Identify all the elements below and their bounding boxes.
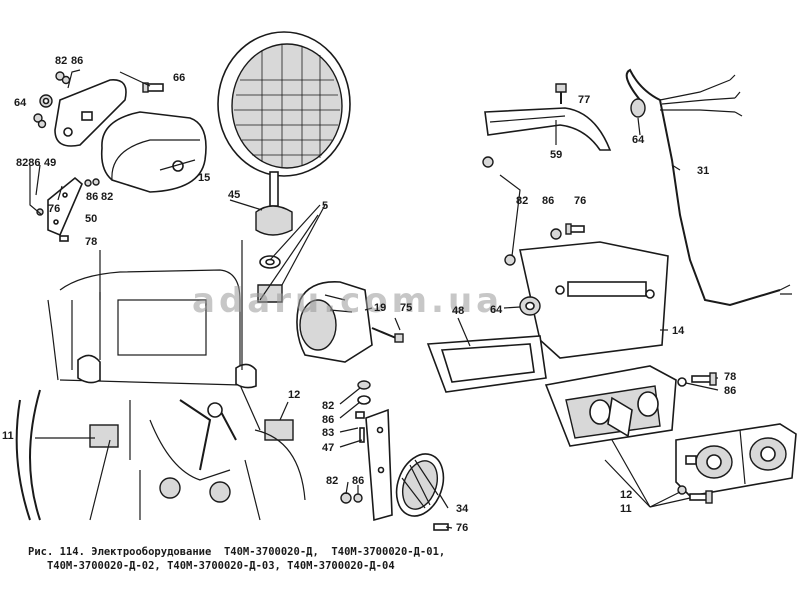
part-labels: 82 86 66 64 8286 49 15 86 82 76 50 78 45…: [2, 55, 736, 534]
bushing-64: [519, 296, 541, 316]
label-78: 78: [85, 236, 97, 248]
wiring-harness-31: [625, 68, 792, 307]
bolt-66: [119, 71, 164, 93]
washers-5: [257, 204, 326, 303]
small-bracket-50: [36, 176, 100, 242]
label-19: 19: [374, 302, 386, 314]
label-59: 59: [550, 149, 562, 161]
label-45: 45: [228, 189, 240, 201]
reflector-34: [395, 453, 449, 531]
label-86: 86: [724, 385, 736, 397]
side-lamp-19: [296, 281, 373, 363]
label-86: 86: [542, 195, 554, 207]
label-86: 86: [352, 475, 364, 487]
label-75: 75: [400, 302, 412, 314]
figure-caption: Рис. 114. Электрооборудование Т40М-37000…: [28, 545, 788, 573]
leader-lines: [35, 117, 719, 529]
label-50: 50: [85, 213, 97, 225]
label-82: 82: [516, 195, 528, 207]
nuts-82-86-top: [33, 71, 71, 129]
label-76: 76: [48, 203, 60, 215]
label-82: 82: [326, 475, 338, 487]
label-82: 82: [101, 191, 113, 203]
lamp-15: [100, 111, 207, 193]
caption-line-2: Т40М-3700020-Д-02, Т40М-3700020-Д-03, Т4…: [28, 560, 395, 572]
label-86: 86: [322, 414, 334, 426]
label-76: 76: [574, 195, 586, 207]
label-66: 66: [173, 72, 185, 84]
label-64: 64: [632, 134, 645, 146]
rear-lamp-lens-11: [675, 423, 797, 497]
screw-75: [371, 327, 404, 343]
label-5: 5: [322, 200, 328, 212]
label-83: 83: [322, 427, 334, 439]
label-34: 34: [456, 503, 469, 515]
work-light-45: [217, 31, 351, 236]
caption-line-1: Рис. 114. Электрооборудование Т40М-37000…: [28, 546, 446, 558]
label-64: 64: [14, 97, 27, 109]
label-31: 31: [697, 165, 709, 177]
label-76: 76: [456, 522, 468, 534]
label-77: 77: [578, 94, 590, 106]
label-78: 78: [724, 371, 736, 383]
gasket-48: [426, 335, 547, 393]
label-12: 12: [620, 489, 632, 501]
label-82: 82: [55, 55, 67, 67]
screws-78-86-right: [677, 372, 717, 504]
label-11: 11: [620, 503, 632, 515]
bracket-plate: [54, 69, 127, 147]
label-8286: 8286: [16, 157, 40, 169]
nuts-82-86-middle: [340, 380, 371, 504]
screw-76-right: [550, 223, 585, 240]
screw-77: [555, 83, 567, 104]
label-86: 86: [86, 191, 98, 203]
lamp-bracket-14: [519, 241, 669, 359]
watermark-text: adaru.com.ua: [192, 281, 503, 321]
tractor-rear-view: [15, 240, 306, 521]
washer-64: [39, 94, 53, 108]
rear-lamp-housing-12: [544, 365, 677, 447]
leader-line-bracket: [29, 165, 43, 216]
label-11: 11: [2, 430, 14, 442]
label-15: 15: [198, 172, 210, 184]
cover-59: [484, 107, 612, 151]
label-48: 48: [452, 305, 464, 317]
label-14: 14: [672, 325, 685, 337]
label-49: 49: [44, 157, 56, 169]
label-47: 47: [322, 442, 334, 454]
label-64: 64: [490, 304, 503, 316]
label-82: 82: [322, 400, 334, 412]
nut-82-right: [482, 156, 516, 266]
label-86: 86: [71, 55, 83, 67]
label-12: 12: [288, 389, 300, 401]
bracket-47: [365, 408, 393, 522]
